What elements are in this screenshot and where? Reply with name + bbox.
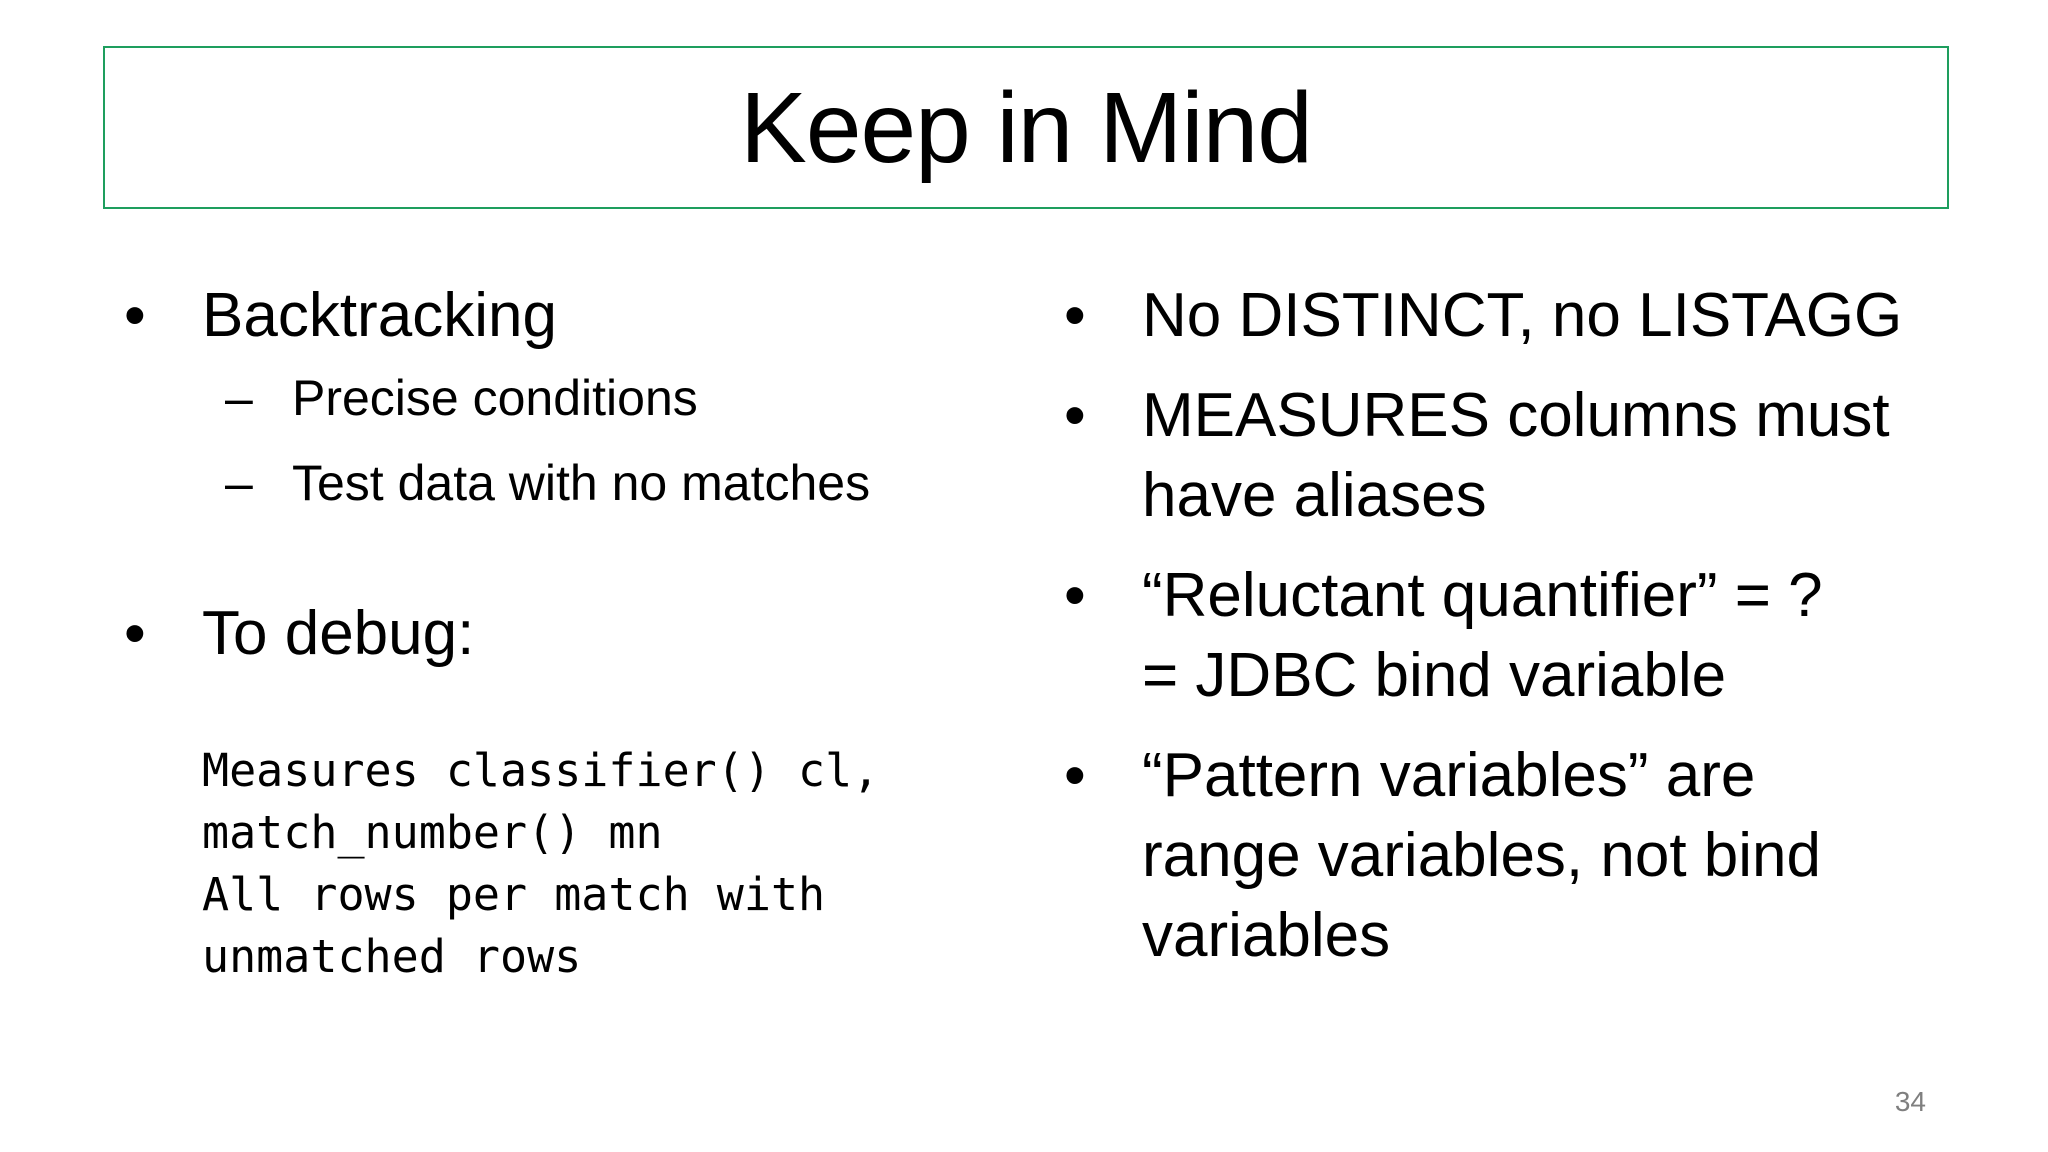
bullet-icon: • xyxy=(1064,281,1086,350)
bullet-text-line: have aliases xyxy=(1142,461,1487,530)
page-number: 34 xyxy=(1894,1086,1926,1117)
bullet-item: • No DISTINCT, no LISTAGG xyxy=(1060,276,1960,356)
bullet-text-line: = JDBC bind variable xyxy=(1142,641,1727,710)
bullet-text-line: “Pattern variables” are xyxy=(1142,741,1756,810)
bullet-text-line: MEASURES columns must xyxy=(1142,381,1890,450)
sub-bullet-item: – Test data with no matches xyxy=(120,441,1020,526)
code-line: All rows per match with xyxy=(202,868,826,921)
bullet-item: • “Reluctant quantifier” = ? = JDBC bind… xyxy=(1060,556,1960,716)
bullet-item: • MEASURES columns must have aliases xyxy=(1060,376,1960,536)
sub-bullet-text: Precise conditions xyxy=(292,370,698,426)
code-line: unmatched rows xyxy=(202,930,582,983)
code-block: Measures classifier() cl, match_number()… xyxy=(120,740,1020,988)
sub-bullet-text: Test data with no matches xyxy=(292,455,871,511)
title-box: Keep in Mind xyxy=(103,46,1949,209)
bullet-text-line: variables xyxy=(1142,901,1391,970)
bullet-text: To debug: xyxy=(202,599,475,668)
bullet-item: • “Pattern variables” are range variable… xyxy=(1060,736,1960,976)
dash-icon: – xyxy=(225,370,253,426)
bullet-icon: • xyxy=(1064,381,1086,450)
code-line: match_number() mn xyxy=(202,806,663,859)
sub-bullet-item: – Precise conditions xyxy=(120,356,1020,441)
left-column: • Backtracking – Precise conditions – Te… xyxy=(120,276,1020,988)
bullet-text-line: “Reluctant quantifier” = ? xyxy=(1142,561,1823,630)
slide-title: Keep in Mind xyxy=(740,71,1313,184)
bullet-icon: • xyxy=(1064,561,1086,630)
bullet-text-line: range variables, not bind xyxy=(1142,821,1822,890)
bullet-icon: • xyxy=(1064,741,1086,810)
bullet-text: Backtracking xyxy=(202,281,557,350)
bullet-item: • Backtracking xyxy=(120,276,1020,356)
right-column: • No DISTINCT, no LISTAGG • MEASURES col… xyxy=(1060,276,1960,976)
dash-icon: – xyxy=(225,455,253,511)
bullet-icon: • xyxy=(124,281,146,350)
bullet-icon: • xyxy=(124,599,146,668)
bullet-text-line: No DISTINCT, no LISTAGG xyxy=(1142,281,1903,350)
bullet-item: • To debug: xyxy=(120,594,1020,674)
code-line: Measures classifier() cl, xyxy=(202,744,880,797)
